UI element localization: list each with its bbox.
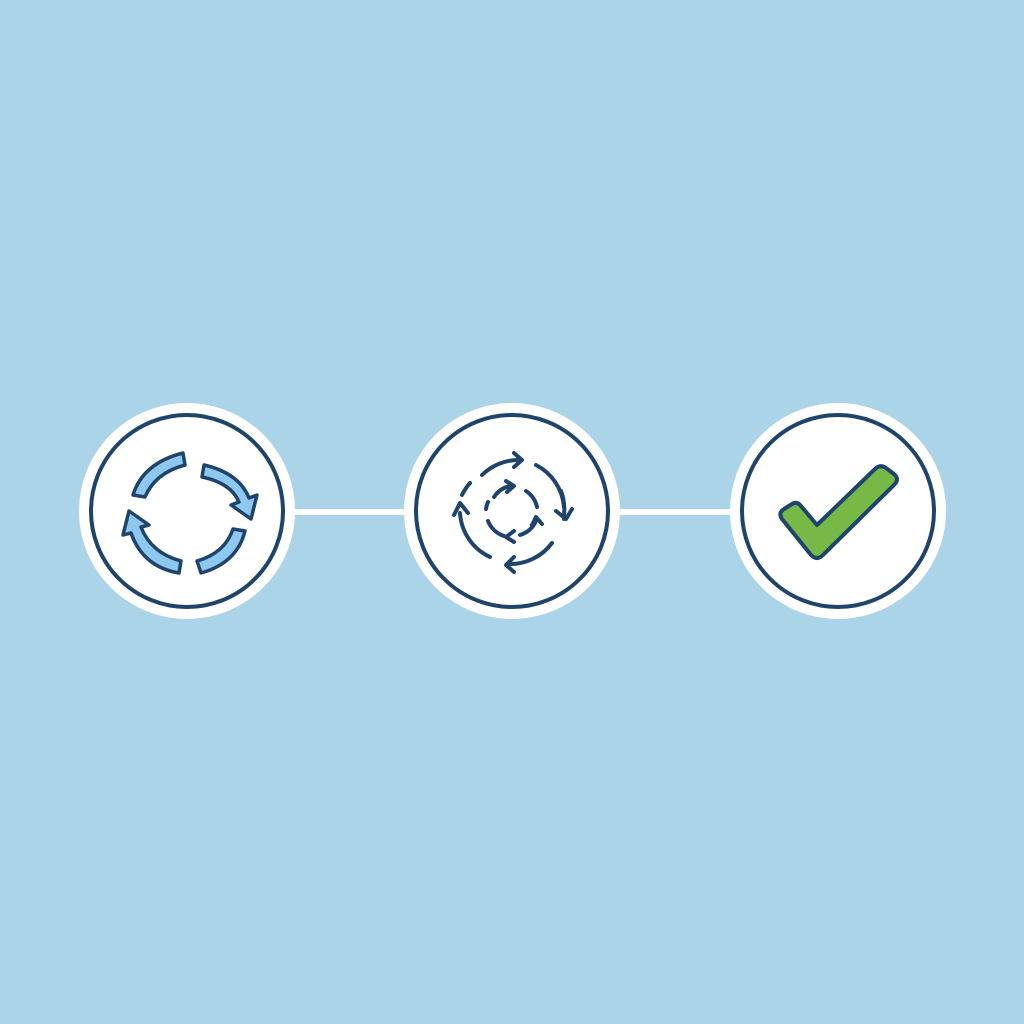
- outer-arc-5: [506, 541, 554, 567]
- outer-arc-2: [534, 463, 566, 509]
- outer-arrowhead-3: [504, 555, 516, 574]
- step-2-disc: [404, 403, 620, 619]
- step-3-ring: [740, 413, 936, 609]
- arrow-segment-bottom-right: [195, 527, 247, 575]
- inner-arrowhead-1: [504, 479, 516, 494]
- connector-line-2: [612, 509, 748, 515]
- inner-arc-2: [524, 489, 539, 509]
- processing-arrows-icon: [452, 451, 574, 574]
- outer-arc-1: [480, 457, 522, 477]
- checkmark-icon: [778, 464, 899, 560]
- inner-arc-5: [484, 500, 490, 511]
- outer-arrowhead-1: [512, 451, 524, 469]
- arrow-segment-bottom-left: [121, 509, 183, 575]
- outer-arrowhead-4: [452, 501, 470, 517]
- arrow-segment-top-left: [131, 451, 187, 499]
- outer-arrowhead-2: [554, 507, 574, 521]
- checkmark-shape: [778, 464, 899, 560]
- outer-arc-7: [460, 481, 472, 497]
- recycle-arrows-icon: [121, 451, 259, 575]
- step-1-disc: [79, 403, 295, 619]
- inner-arrowhead-2: [530, 515, 544, 527]
- connector-line-1: [290, 509, 420, 515]
- inner-arc-1: [492, 484, 512, 499]
- outer-arc-4: [559, 489, 567, 517]
- step-2-ring: [414, 413, 610, 609]
- step-3-disc: [730, 403, 946, 619]
- outer-arc-6: [458, 511, 492, 559]
- arrow-segment-top-right: [200, 463, 259, 521]
- inner-arrowhead-3: [504, 529, 516, 544]
- inner-arc-4: [486, 519, 506, 538]
